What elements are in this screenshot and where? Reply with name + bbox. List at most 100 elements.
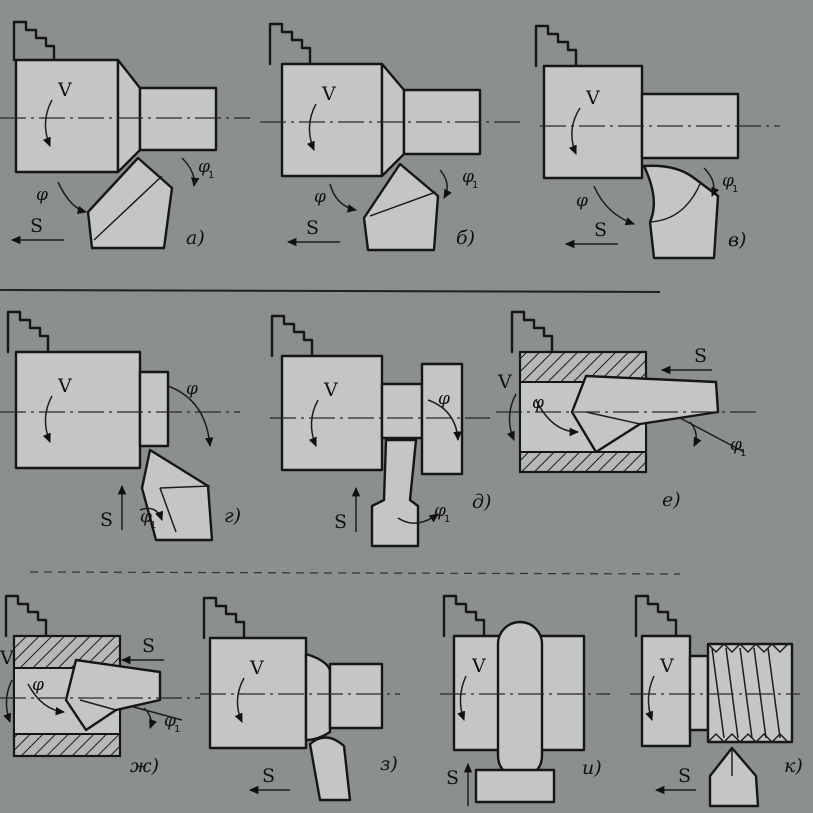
feed-label: S [694, 345, 707, 367]
svg-text:1: 1 [150, 520, 156, 531]
workpiece-chamfer [116, 58, 142, 174]
chuck-jaw [268, 22, 312, 66]
angle-aux-label: φ [722, 171, 734, 191]
rotation-arrow [457, 675, 467, 721]
feed-label: S [262, 765, 275, 787]
angle-aux-label: φ [462, 167, 474, 187]
angle-main-label: φ [314, 187, 326, 207]
rotation-arrow [506, 393, 517, 441]
rotation-arrow [308, 399, 319, 447]
row-separator [0, 289, 661, 293]
feed-label: S [678, 765, 691, 787]
workpiece [380, 382, 424, 440]
rotation-arrow [42, 99, 53, 147]
workpiece [538, 634, 586, 752]
svg-text:1: 1 [472, 180, 478, 191]
caption: е) [662, 489, 681, 511]
panel-d: V φ φ 1 S д) [270, 314, 491, 548]
feed-label: S [306, 217, 319, 239]
caption: д) [472, 491, 491, 513]
rotation-arrow [645, 675, 655, 721]
chuck-jaw [634, 594, 678, 638]
speed-label: V [321, 83, 336, 105]
rotation-arrow [568, 107, 581, 155]
speed-label: V [497, 371, 512, 393]
panel-b: V φ φ 1 S б) [260, 22, 520, 252]
feed-label: S [334, 511, 347, 533]
panel-z: V S з) [200, 596, 400, 802]
angle-main-label: φ [36, 185, 48, 205]
feed-label: S [100, 509, 113, 531]
angle-main-label: φ [32, 675, 44, 695]
panel-zh: V φ φ 1 S ж) [0, 594, 200, 777]
chuck-jaw [6, 310, 50, 354]
chuck-body [542, 64, 644, 180]
caption: б) [456, 227, 475, 249]
chuck-body [280, 354, 384, 472]
svg-text:1: 1 [444, 514, 450, 525]
chuck-jaw [12, 20, 56, 62]
chuck-jaw [202, 596, 246, 640]
svg-text:1: 1 [208, 170, 214, 181]
cutting-tool [642, 164, 720, 260]
chuck-body [14, 58, 120, 174]
workpiece-neck [688, 654, 710, 732]
caption: з) [380, 753, 398, 775]
chuck-body [280, 62, 384, 178]
feed-label: S [594, 219, 607, 241]
workpiece [138, 370, 170, 448]
angle-aux-label: φ [730, 435, 742, 455]
rotation-arrow [3, 679, 13, 723]
workpiece-chamfer [380, 62, 406, 178]
cutting-tool [362, 162, 440, 252]
workpiece-fillet [304, 652, 332, 742]
workpiece [138, 86, 218, 152]
speed-label: V [0, 647, 14, 669]
feed-label: S [142, 635, 155, 657]
angle-aux-label: φ [198, 157, 210, 177]
speed-label: V [57, 375, 72, 397]
cutting-tool [308, 736, 352, 802]
chuck-jaw [442, 594, 486, 638]
caption: а) [186, 227, 205, 249]
caption: к) [784, 755, 803, 777]
panel-v: V φ φ 1 S в) [534, 24, 780, 260]
row-separator [29, 571, 681, 575]
chuck-body [208, 636, 308, 750]
svg-text:1: 1 [740, 448, 746, 459]
rotation-arrow [234, 677, 245, 723]
angle-main-label: φ [532, 393, 544, 413]
thread-lines [707, 642, 789, 744]
angle-main-label: φ [438, 389, 450, 409]
chuck-jaw [510, 310, 554, 354]
feed-label: S [30, 215, 43, 237]
speed-label: V [659, 655, 674, 677]
rotation-arrow [42, 395, 53, 443]
angle-main-label: φ [576, 191, 588, 211]
chuck-jaw [270, 314, 314, 358]
chuck-body [14, 350, 142, 470]
caption: г) [224, 505, 241, 527]
speed-label: V [471, 655, 486, 677]
panel-a: V φ φ 1 S а) [0, 20, 250, 250]
speed-label: V [249, 657, 264, 679]
workpiece-groove [496, 620, 544, 780]
caption: и) [582, 757, 602, 779]
panel-k: V S к) [630, 594, 803, 808]
caption: в) [728, 229, 746, 251]
speed-label: V [57, 79, 72, 101]
cutting-tool [370, 438, 420, 548]
panel-i: V S и) [440, 594, 610, 806]
rotation-arrow [306, 103, 317, 151]
speed-label: V [585, 87, 600, 109]
angle-aux-label: φ [140, 507, 152, 527]
workpiece-end [420, 362, 464, 476]
form-tool [474, 768, 556, 804]
svg-text:1: 1 [174, 724, 180, 735]
svg-text:1: 1 [732, 184, 738, 195]
caption: ж) [130, 755, 159, 777]
panel-e: V φ φ 1 S е) [496, 310, 760, 511]
speed-label: V [323, 379, 338, 401]
feed-label: S [446, 767, 459, 789]
